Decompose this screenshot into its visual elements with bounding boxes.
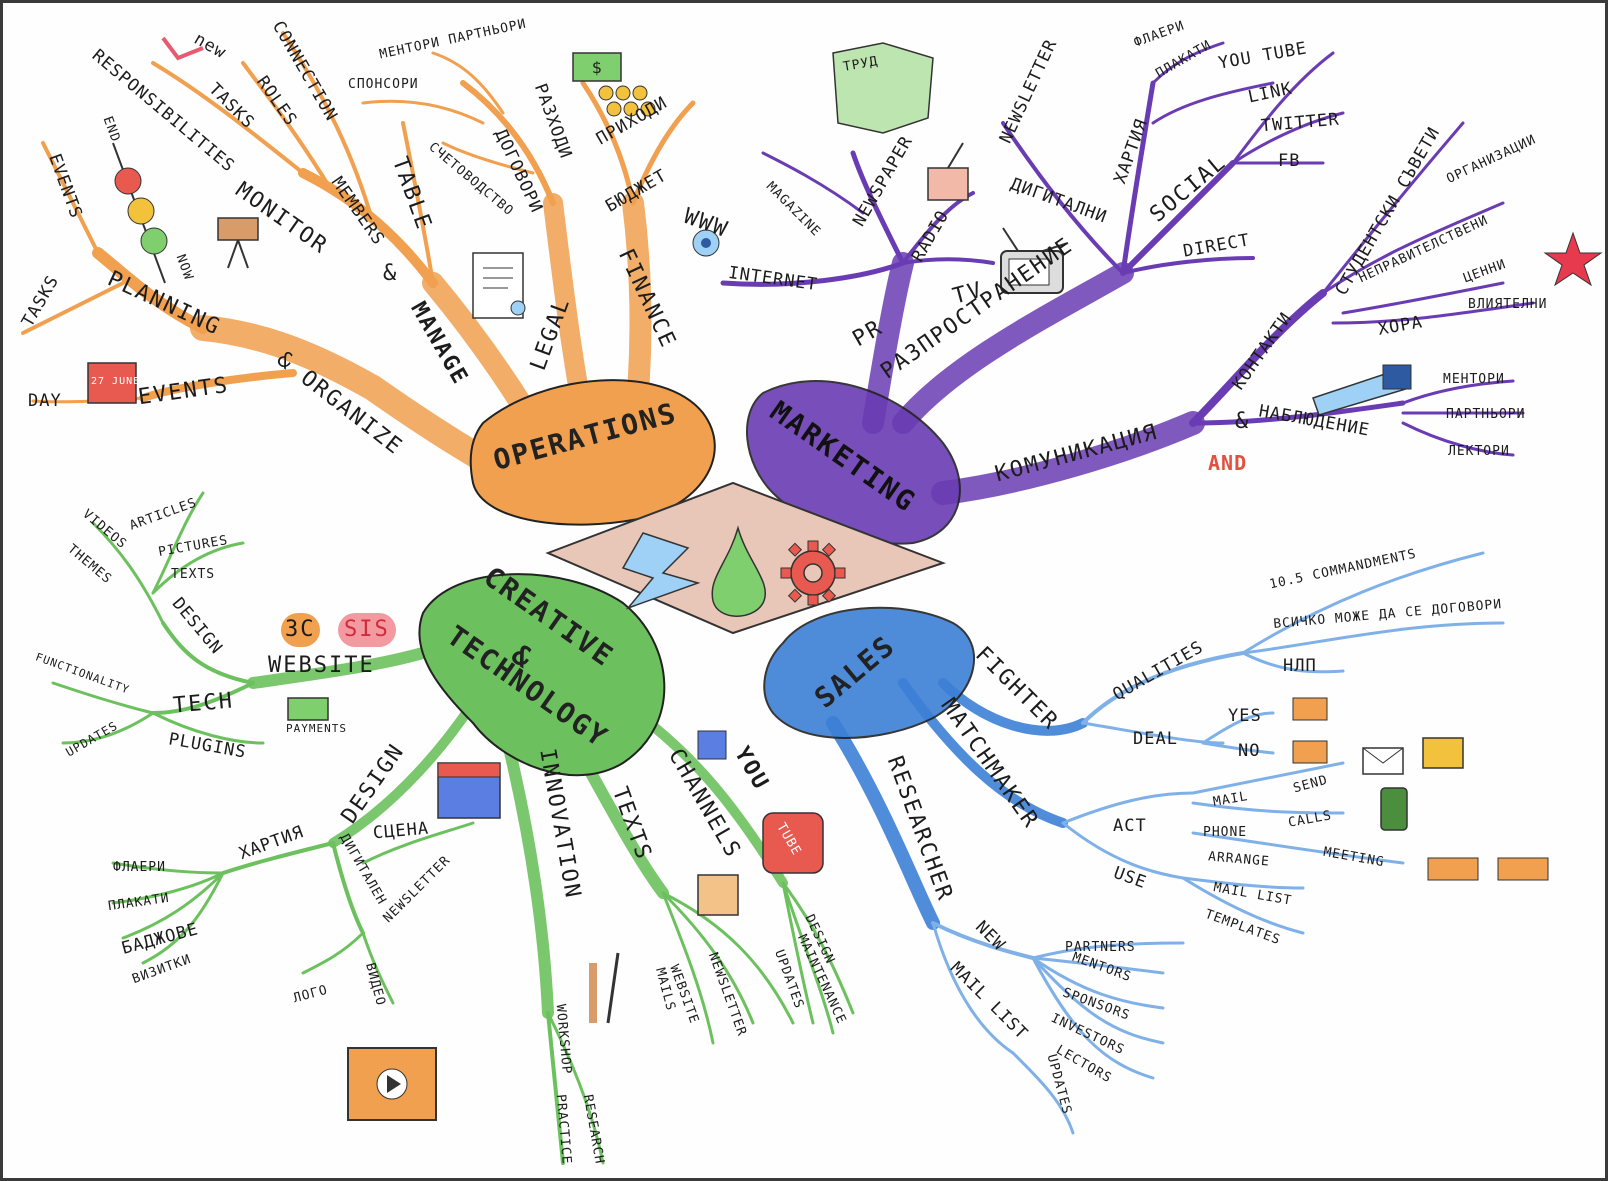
lektori-label: ЛЕКТОРИ [1448,444,1510,459]
www-eye-icon [692,229,720,257]
phone-label: PHONE [1203,825,1248,840]
badge-3c: 3C [281,613,320,647]
fb-label: FB [1278,151,1301,171]
flaeri-c-label: ФЛАЕРИ [113,860,166,875]
act-label: ACT [1113,816,1147,836]
payments-label: PAYMENTS [286,722,347,735]
and-label: AND [1208,451,1248,475]
deal-label: DEAL [1133,729,1178,749]
star-icon [1543,231,1603,287]
checkmark-icon [161,36,204,61]
badge-sis: SIS [338,613,396,647]
gear-icon [780,540,846,606]
vliyatelni-label: ВЛИЯТЕЛНИ [1468,297,1548,312]
partnyori-label: ПАРТНЬОРИ [1446,407,1526,422]
coins-icon [598,85,656,117]
calendar-icon [87,362,137,404]
traffic-light-icon [112,142,168,284]
sales-blob [763,606,976,739]
notes-icon [697,874,739,916]
thumbs-down-icon [1292,740,1328,764]
facebook-icon [697,730,727,760]
day-label: DAY [28,391,62,411]
drop-icon [711,525,766,617]
manage-amp: & [383,261,399,286]
thumbs-up-icon [1292,697,1328,721]
texts-top-label: TEXTS [171,567,216,582]
nlp-label: НЛП [1283,656,1317,676]
tools-icon [589,952,620,1024]
yes-label: YES [1228,706,1262,726]
creative-blob [418,573,666,777]
document-icon [472,252,526,319]
newspaper-icon [832,42,934,134]
envelope-icon [1362,747,1404,775]
partners-label: PARTNERS [1065,940,1136,955]
mind-map-drawing: $ [21,31,1603,1165]
money-icon: $ [572,52,622,82]
calendar-text: 27 JUNE [91,376,141,387]
marketing-blob [746,380,961,545]
youtube-icon [762,812,824,874]
camera-icon [217,217,259,269]
komunikaciya-amp: & [1235,409,1251,434]
video-play-icon [347,1047,437,1121]
lightning-icon [621,532,701,610]
payments-icon [287,697,329,721]
tv-icon [1000,227,1069,294]
tech-label: TECH [171,688,235,719]
card-icon [1422,737,1464,769]
phone-icon [1380,787,1408,831]
handshake-icon [1427,857,1549,881]
stage-icon [437,762,501,819]
radio-icon [927,142,969,201]
website-label: WEBSITE [268,653,375,678]
no-label: NO [1238,741,1261,761]
sponsori-label: СПОНСОРИ [348,77,419,92]
telescope-icon [1312,364,1412,416]
scena-label: СЦЕНА [372,818,430,844]
mentori-label: МЕНТОРИ [1443,372,1505,387]
svg-text:$: $ [592,58,602,77]
